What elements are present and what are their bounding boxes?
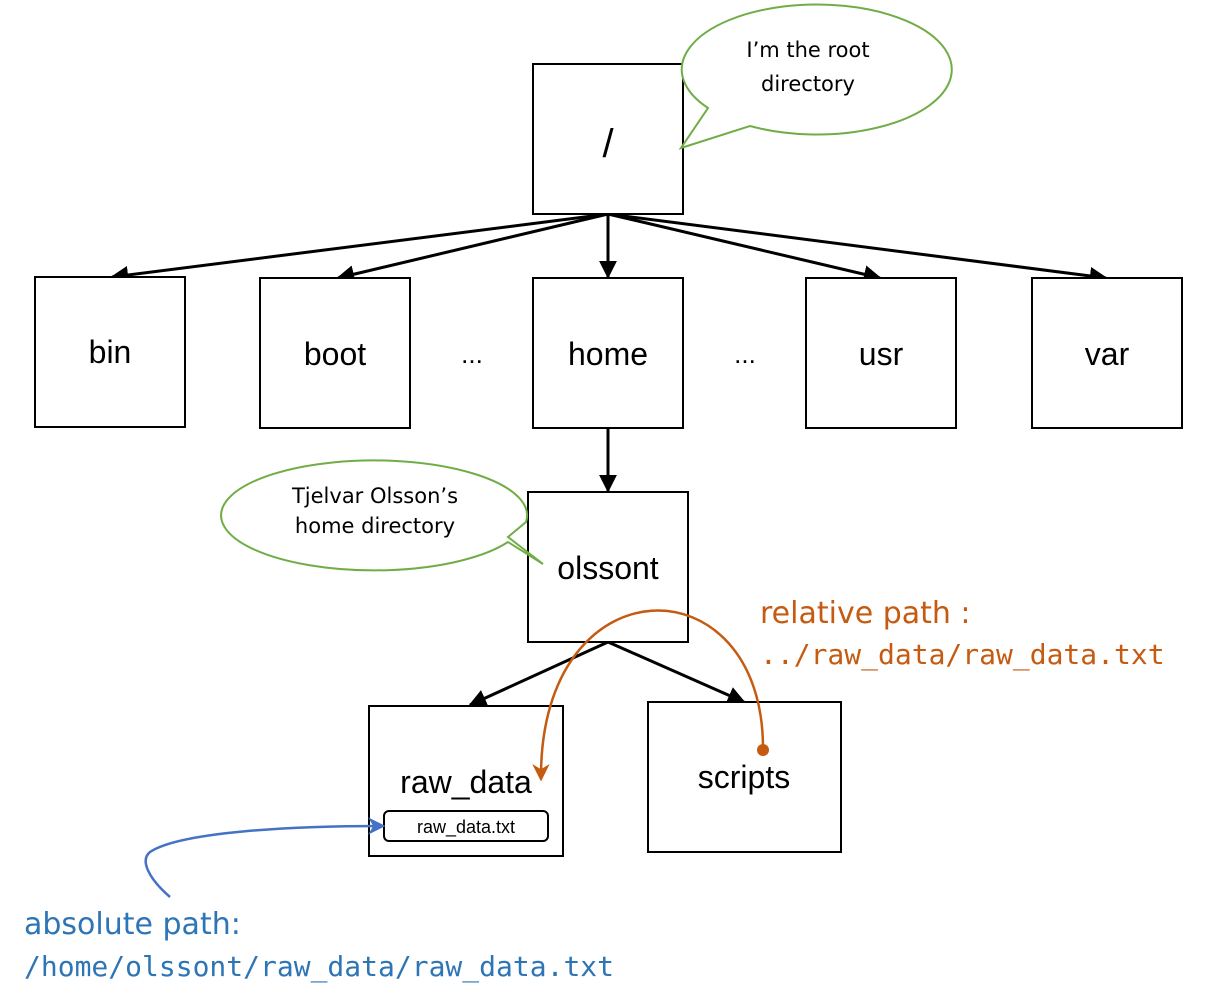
edge-olssont-rawdata	[468, 640, 609, 707]
edge-olssont-scripts	[607, 640, 746, 704]
olssont-node-label: olssont	[557, 550, 659, 586]
home-node-box	[532, 277, 684, 429]
relative-path-label: relative path :	[760, 596, 971, 631]
usr-node-label: usr	[859, 336, 904, 372]
relative-path-curve	[532, 609, 765, 782]
root-bubble-line2: directory	[761, 72, 855, 96]
root-edges	[110, 212, 1108, 707]
ellipsis-right: ...	[734, 339, 756, 369]
file-node-label: raw_data.txt	[417, 817, 515, 838]
bin-node-box	[34, 276, 186, 428]
edge-root-usr	[607, 212, 882, 284]
var-node-label: var	[1085, 336, 1130, 372]
relative-path-value: ../raw_data/raw_data.txt	[760, 638, 1165, 672]
home-bubble-shape	[220, 459, 544, 572]
usr-node-box	[805, 277, 957, 429]
boot-node-box	[259, 277, 411, 429]
edge-root-boot	[336, 212, 609, 284]
scripts-node-label: scripts	[698, 759, 790, 795]
absolute-path-arrow	[144, 817, 386, 898]
home-bubble-line2: home directory	[295, 514, 455, 538]
ellipsis-left: ...	[461, 339, 483, 369]
absolute-path-label: absolute path:	[24, 907, 241, 942]
scripts-node-box	[647, 701, 842, 853]
home-speech-bubble: Tjelvar Olsson’s home directory	[220, 459, 544, 572]
root-node-label: /	[602, 122, 614, 166]
boot-node-label: boot	[304, 336, 366, 372]
root-node-box	[532, 63, 684, 215]
root-bubble-line1: I’m the root	[746, 38, 869, 62]
rawdata-node-label: raw_data	[400, 764, 532, 800]
root-speech-bubble: I’m the root directory	[678, 3, 953, 150]
relative-path-arrow	[532, 609, 769, 782]
var-node-box	[1031, 277, 1183, 429]
absolute-path-value: /home/olssont/raw_data/raw_data.txt	[24, 950, 614, 984]
root-bubble-shape	[678, 3, 953, 150]
edge-root-var	[607, 212, 1108, 285]
edge-root-bin	[110, 212, 609, 284]
bin-node-label: bin	[89, 334, 132, 370]
absolute-path-curve	[144, 817, 386, 898]
relative-path-start-dot	[757, 744, 769, 756]
olssont-node-box	[527, 491, 689, 643]
home-node-label: home	[568, 336, 648, 372]
node-boxes	[34, 63, 1183, 857]
home-bubble-line1: Tjelvar Olsson’s	[291, 484, 458, 508]
